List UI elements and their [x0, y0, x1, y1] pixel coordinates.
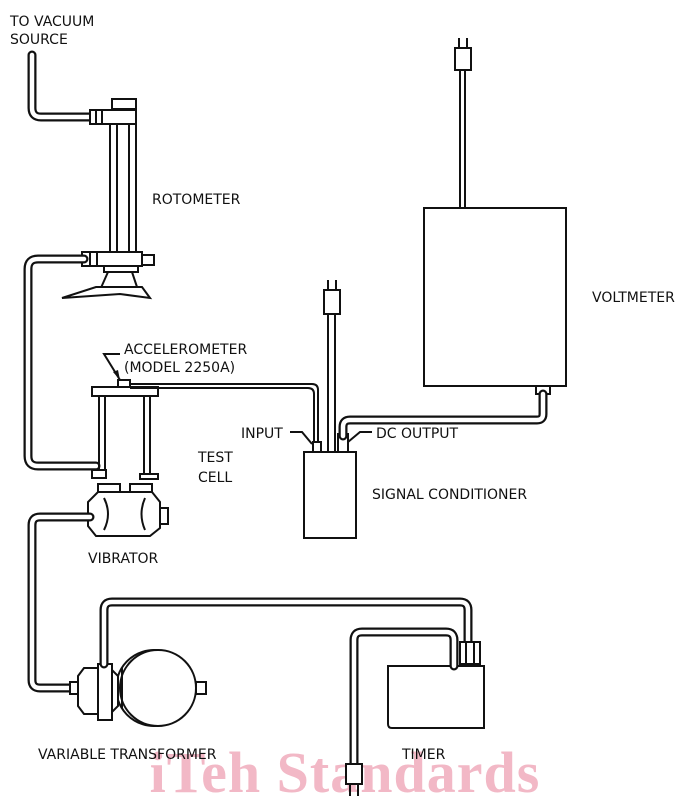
timer [345, 627, 485, 796]
voltmeter [423, 38, 567, 395]
test-cell-label-line1: TEST [197, 450, 233, 466]
test-cell-tube [23, 254, 101, 471]
accelerometer-cable-2 [130, 387, 315, 442]
vibrator-label: VIBRATOR [88, 551, 159, 567]
dc-output-label: DC OUTPUT [376, 426, 459, 442]
vacuum-source-label-line2: SOURCE [10, 32, 68, 48]
watermark: iTeh Standards [150, 740, 541, 799]
dc-output-cable [338, 389, 548, 441]
voltmeter-label: VOLTMETER [592, 290, 675, 306]
dc-output-leader [347, 431, 372, 443]
vibrator-cord [27, 512, 95, 693]
vacuum-tube [27, 50, 97, 122]
timer-label: TIMER [401, 747, 446, 763]
test-cell-label-line2: CELL [198, 470, 232, 486]
vacuum-source-label-line1: TO VACUUM [9, 14, 94, 30]
test-cell [91, 379, 159, 480]
accelerometer-cable [130, 383, 319, 442]
accelerometer [117, 379, 131, 388]
accelerometer-label-line1: ACCELEROMETER [124, 342, 247, 358]
rotometer [61, 98, 155, 300]
input-label: INPUT [241, 426, 283, 442]
vibrator [87, 483, 169, 537]
rotometer-label: ROTOMETER [152, 192, 241, 208]
transformer-timer-cord [99, 597, 473, 669]
signal-conditioner [303, 280, 357, 539]
variable-transformer [69, 649, 207, 727]
accelerometer-label-line2: (MODEL 2250A) [124, 360, 235, 376]
variable-transformer-label: VARIABLE TRANSFORMER [38, 747, 217, 763]
signal-conditioner-label: SIGNAL CONDITIONER [372, 487, 527, 503]
input-leader [290, 431, 313, 445]
